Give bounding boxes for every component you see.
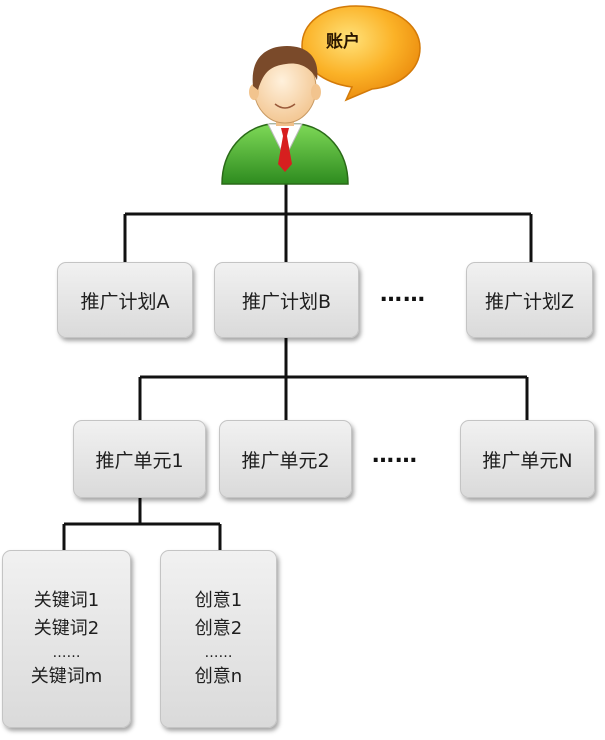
plan-label: 推广计划B	[241, 290, 332, 313]
unit-box-n: 推广单元N	[460, 420, 595, 498]
keywords-box: 关键词1 关键词2 …… 关键词m	[2, 550, 131, 728]
plan-label: 推广计划Z	[484, 290, 575, 313]
speech-bubble	[301, 5, 421, 102]
idea-item: 创意n	[194, 666, 243, 687]
ideas-ellipsis: ……	[204, 645, 233, 661]
plan-label: 推广计划A	[80, 290, 170, 313]
keyword-item: 关键词m	[30, 666, 103, 687]
plan-box-b: 推广计划B	[214, 262, 359, 338]
ideas-box: 创意1 创意2 …… 创意n	[160, 550, 277, 728]
account-label: 账户	[326, 32, 360, 52]
unit-label: 推广单元2	[241, 449, 330, 472]
keywords-ellipsis: ……	[52, 645, 81, 661]
tree-connectors	[62, 180, 533, 550]
unit-box-1: 推广单元1	[73, 420, 206, 498]
units-ellipsis: ……	[372, 443, 418, 468]
plan-box-z: 推广计划Z	[466, 262, 593, 338]
plans-ellipsis: ……	[380, 282, 426, 307]
keyword-item: 关键词2	[33, 618, 100, 639]
plan-box-a: 推广计划A	[57, 262, 193, 338]
idea-item: 创意2	[194, 618, 243, 639]
unit-label: 推广单元1	[95, 449, 184, 472]
unit-box-2: 推广单元2	[219, 420, 352, 498]
unit-label: 推广单元N	[482, 449, 573, 472]
keyword-item: 关键词1	[33, 590, 100, 611]
idea-item: 创意1	[194, 590, 243, 611]
user-avatar-icon	[221, 46, 349, 185]
